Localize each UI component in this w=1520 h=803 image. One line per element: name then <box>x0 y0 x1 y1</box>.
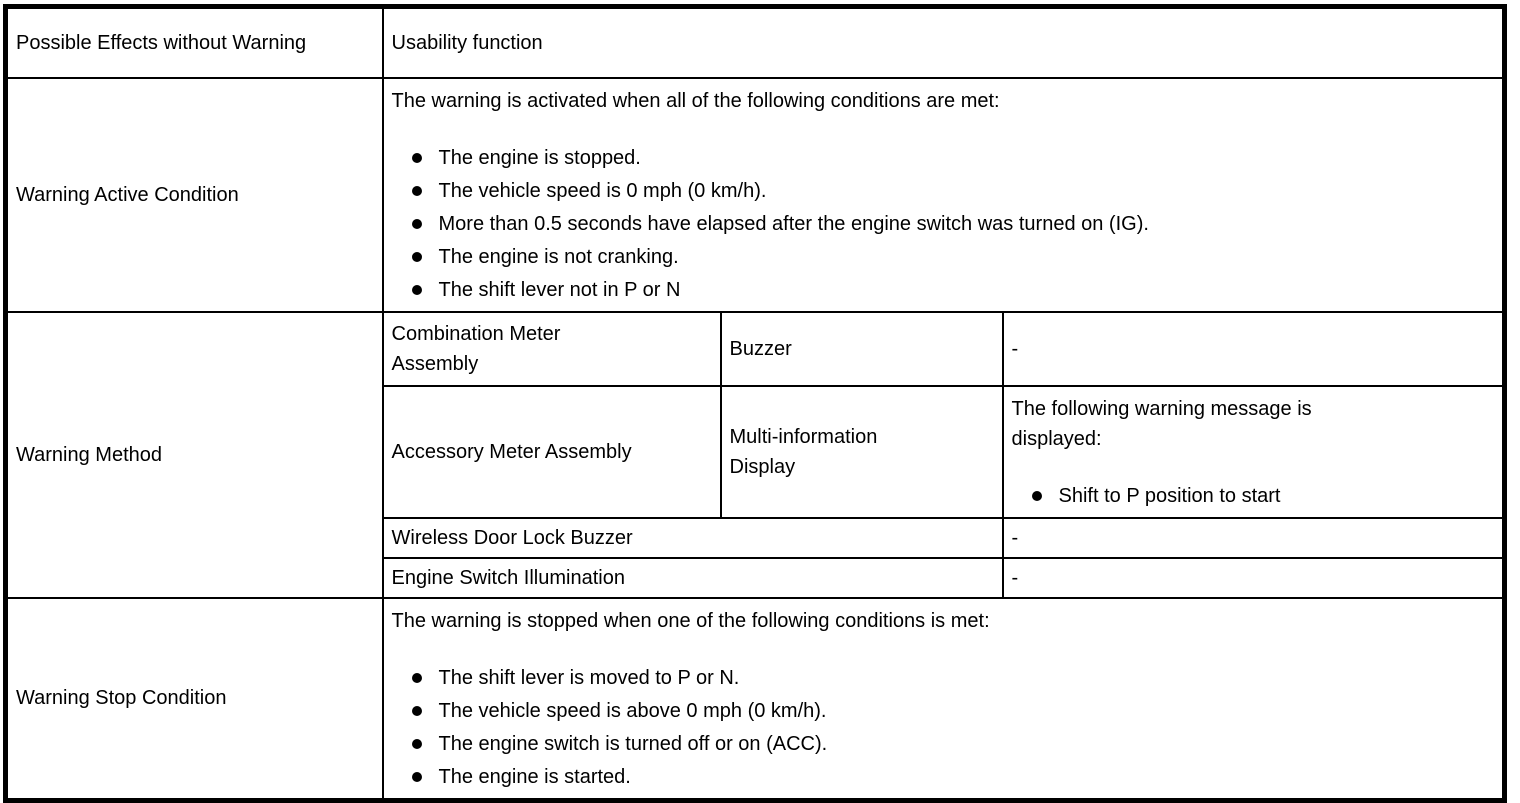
warning-active-list: The engine is stopped. The vehicle speed… <box>392 142 1495 307</box>
bullet-icon <box>411 252 422 262</box>
list-item: The engine is not cranking. <box>392 241 1495 274</box>
bullet-icon <box>411 186 422 196</box>
method-component-cell: Engine Switch Illumination <box>381 556 1004 599</box>
list-item: The vehicle speed is above 0 mph (0 km/h… <box>392 695 1495 728</box>
list-item: The shift lever is moved to P or N. <box>392 662 1495 695</box>
bullet-icon <box>411 285 422 295</box>
method-component-cell: Combination Meter Assembly <box>381 310 722 387</box>
warning-active-label-cell: Warning Active Condition <box>4 76 384 313</box>
method-sub-cell: Buzzer <box>719 310 1004 387</box>
warning-method-label-cell: Warning Method <box>4 310 384 599</box>
table-row: Possible Effects without Warning Usabili… <box>4 5 1506 79</box>
header-effects-label: Possible Effects without Warning <box>16 31 307 54</box>
list-item-text: The engine is stopped. <box>438 146 641 169</box>
warning-spec-table: Possible Effects without Warning Usabili… <box>3 4 1507 803</box>
warning-stop-content-cell: The warning is stopped when one of the f… <box>381 596 1506 802</box>
list-item-text: More than 0.5 seconds have elapsed after… <box>438 212 1149 235</box>
method-sub-label: Multi-information Display <box>729 425 878 478</box>
header-usability-label: Usability function <box>391 31 543 54</box>
bullet-icon <box>411 153 422 163</box>
warning-method-label: Warning Method <box>16 443 162 466</box>
header-usability-cell: Usability function <box>381 5 1506 79</box>
method-detail-cell: - <box>1001 310 1506 387</box>
warning-active-intro: The warning is activated when all of the… <box>391 89 1000 112</box>
bullet-icon <box>411 739 422 749</box>
method-component-label: Accessory Meter Assembly <box>391 440 632 463</box>
bullet-icon <box>411 219 422 229</box>
list-item-text: The shift lever not in P or N <box>438 278 681 301</box>
list-item: Shift to P position to start <box>1012 480 1495 513</box>
method-detail-value: - <box>1011 526 1019 549</box>
method-detail-cell: The following warning message is display… <box>1001 384 1506 519</box>
method-component-label: Wireless Door Lock Buzzer <box>391 526 633 549</box>
bullet-icon <box>411 772 422 782</box>
list-item-text: Shift to P position to start <box>1058 484 1281 507</box>
warning-stop-label: Warning Stop Condition <box>16 687 227 710</box>
list-item: The vehicle speed is 0 mph (0 km/h). <box>392 175 1495 208</box>
list-item-text: The engine is started. <box>438 765 631 788</box>
method-detail-value: - <box>1011 337 1019 360</box>
bullet-icon <box>411 706 422 716</box>
list-item-text: The engine switch is turned off or on (A… <box>438 732 828 755</box>
table-row: Engine Switch Illumination - <box>6 556 1506 599</box>
list-item-text: The vehicle speed is 0 mph (0 km/h). <box>438 179 767 202</box>
list-item: More than 0.5 seconds have elapsed after… <box>392 208 1495 241</box>
method-sub-label: Buzzer <box>729 337 792 360</box>
table-row: Accessory Meter Assembly Multi-informati… <box>6 384 1506 519</box>
method-detail-intro: The following warning message is display… <box>1011 397 1312 450</box>
list-item: The shift lever not in P or N <box>392 274 1495 307</box>
bullet-icon <box>1031 491 1042 501</box>
list-item: The engine switch is turned off or on (A… <box>392 728 1495 761</box>
list-item-text: The vehicle speed is above 0 mph (0 km/h… <box>438 699 827 722</box>
method-sub-cell: Multi-information Display <box>719 384 1004 519</box>
warning-active-label: Warning Active Condition <box>16 183 239 206</box>
table-row: Warning Method Combination Meter Assembl… <box>4 310 1506 599</box>
list-item: The engine is started. <box>392 761 1495 794</box>
bullet-icon <box>411 673 422 683</box>
method-component-label: Engine Switch Illumination <box>391 566 625 589</box>
method-detail-cell: - <box>1001 516 1506 559</box>
warning-stop-list: The shift lever is moved to P or N. The … <box>392 662 1495 794</box>
list-item-text: The engine is not cranking. <box>438 245 679 268</box>
method-component-cell: Accessory Meter Assembly <box>381 384 722 519</box>
method-component-label: Combination Meter Assembly <box>391 322 561 375</box>
list-item-text: The shift lever is moved to P or N. <box>438 666 740 689</box>
warning-active-content-cell: The warning is activated when all of the… <box>381 76 1506 313</box>
method-detail-list: Shift to P position to start <box>1012 480 1495 513</box>
warning-stop-label-cell: Warning Stop Condition <box>4 596 384 802</box>
list-item: The engine is stopped. <box>392 142 1495 175</box>
method-detail-value: - <box>1011 566 1019 589</box>
method-component-cell: Wireless Door Lock Buzzer <box>381 516 1004 559</box>
header-effects-cell: Possible Effects without Warning <box>4 5 384 79</box>
method-detail-cell: - <box>1001 556 1506 599</box>
warning-stop-intro: The warning is stopped when one of the f… <box>391 609 990 632</box>
table-row: Warning Stop Condition The warning is st… <box>4 596 1506 802</box>
table-row: Wireless Door Lock Buzzer - <box>6 516 1506 559</box>
table-row: Warning Active Condition The warning is … <box>4 76 1506 313</box>
